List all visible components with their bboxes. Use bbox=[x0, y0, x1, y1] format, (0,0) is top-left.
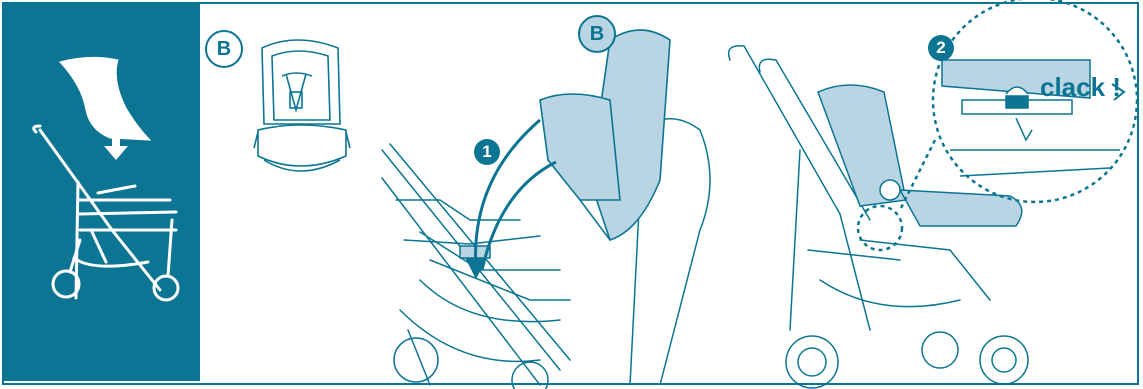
clack-arrow-icon bbox=[1111, 83, 1126, 101]
seat-unit-icon bbox=[253, 39, 351, 172]
step-2-label: 2 bbox=[936, 38, 946, 57]
step-2-marker: 2 bbox=[928, 35, 954, 61]
mounted-seat-illustration bbox=[817, 84, 1023, 227]
assembled-stroller-illustration bbox=[727, 45, 1029, 389]
stroller-pictogram-icon bbox=[32, 124, 180, 302]
seat-being-attached-illustration bbox=[539, 29, 671, 242]
zoom-detail-circle bbox=[856, 0, 1139, 252]
arrow-down-icon bbox=[104, 136, 128, 160]
stroller-frame-illustration bbox=[381, 143, 571, 389]
clack-sound-label: clack ! bbox=[1040, 72, 1121, 102]
attach-arrows bbox=[465, 118, 557, 280]
badge-b-middle-label: B bbox=[589, 22, 605, 45]
step-1-marker: 1 bbox=[474, 139, 500, 165]
zoom-detail-content bbox=[941, 59, 1120, 177]
step-1-label: 1 bbox=[482, 142, 492, 161]
badge-b-middle: B bbox=[578, 15, 616, 53]
pictogram-seat-icon bbox=[59, 56, 152, 141]
badge-b-label: B bbox=[216, 37, 232, 60]
badge-b-panel: B bbox=[205, 30, 243, 68]
